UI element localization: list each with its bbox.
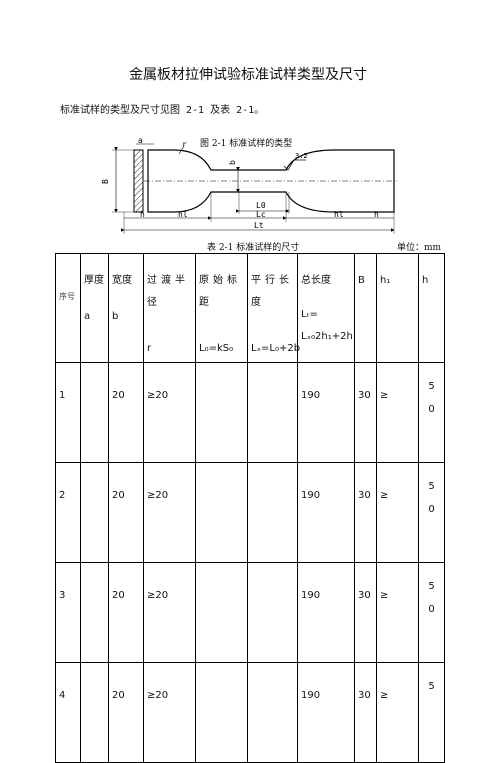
label-h-left: h: [140, 210, 145, 219]
label-h1-right: hl: [334, 210, 344, 219]
label-Lt: Lt: [254, 221, 264, 230]
label-Lc: Lc: [256, 210, 266, 219]
header-h: h: [418, 253, 445, 363]
figure-caption: 图 2-1 标准试样的类型: [200, 139, 293, 149]
header-h1: h₁: [376, 253, 419, 363]
table-row: 3 20 ≥20 190 30 ≥ 5 0: [55, 562, 445, 663]
table-row: 4 20 ≥20 190 30 ≥ 5: [55, 662, 445, 763]
table-row: 2 20 ≥20 190 30 ≥ 5 0: [55, 462, 445, 563]
intro-text: 标准试样的类型及尺寸见图 2-1 及表 2-1。: [60, 105, 265, 116]
label-B: B: [101, 179, 110, 184]
section-view: [133, 149, 144, 213]
label-a: a: [138, 138, 143, 145]
roughness-symbol: [283, 159, 295, 171]
label-h-right: h: [374, 210, 379, 219]
header-B: B: [354, 253, 377, 363]
label-h1-left: hl: [178, 210, 188, 219]
label-L0: L0: [256, 201, 266, 210]
specimen-diagram: a r B b 3.2 h hl L0 Lc hl h Lt: [101, 138, 398, 234]
label-b: b: [228, 160, 237, 165]
table-caption: 表 2-1 标准试样的尺寸: [207, 243, 300, 253]
label-roughness: 3.2: [295, 152, 308, 160]
document-title: 金属板材拉伸试验标准试样类型及尺寸: [129, 67, 367, 83]
unit-label: 单位：mm: [397, 243, 442, 253]
header-seq: 序号: [55, 253, 81, 363]
label-r: r: [182, 140, 187, 149]
table-row: 1 20 ≥20 190 30 ≥ 5 0: [55, 362, 445, 463]
